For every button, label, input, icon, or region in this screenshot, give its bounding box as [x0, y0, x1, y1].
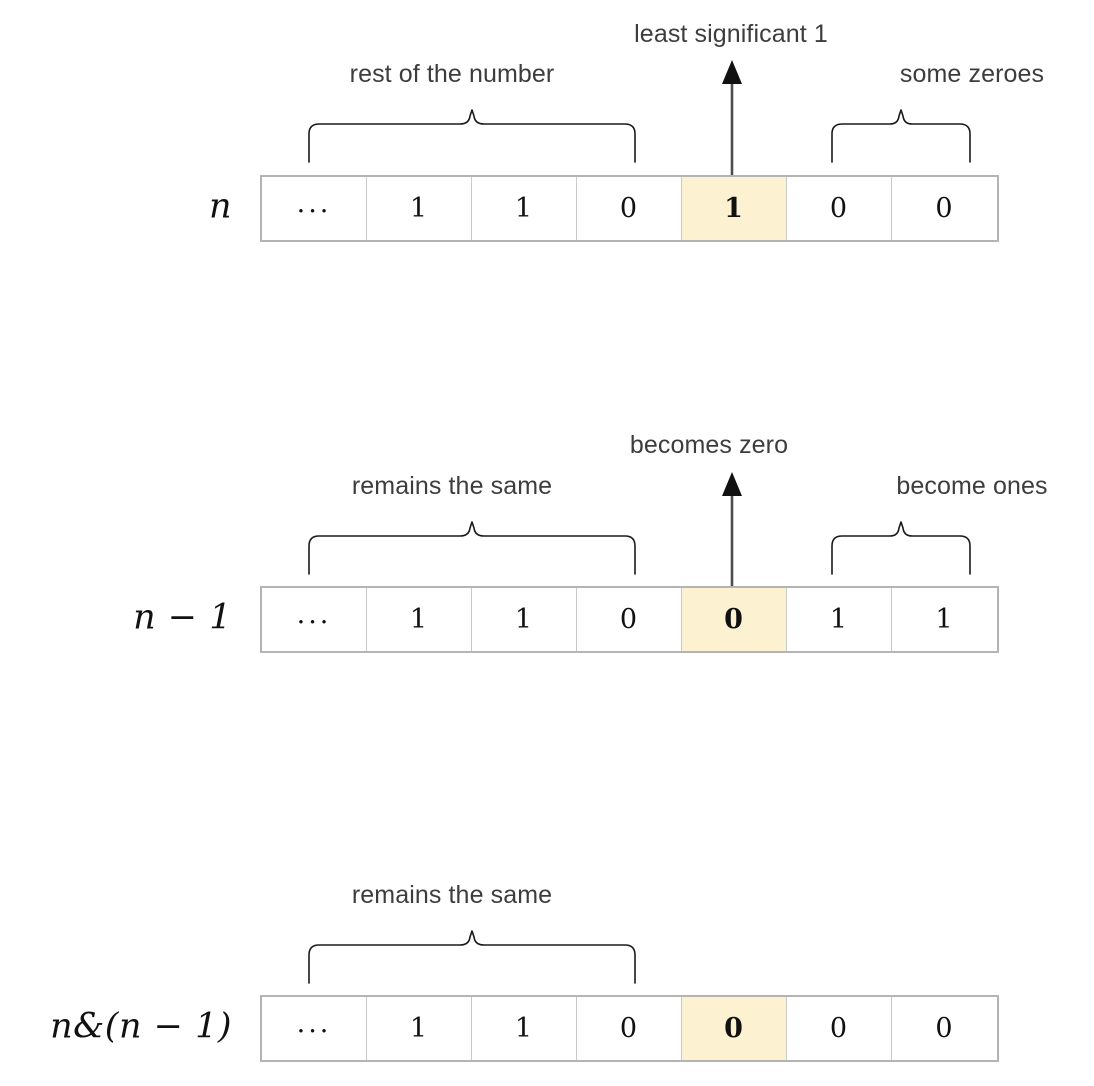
- bit-cell: 0: [892, 997, 997, 1060]
- arrow-up-row-n: [722, 60, 742, 176]
- bit-cell: 1: [892, 588, 997, 651]
- row-label-n-text: n: [208, 186, 232, 227]
- bit-cell: 1: [472, 177, 577, 240]
- brace-right-row-n: [831, 109, 971, 163]
- annotation-rest-of-the-number: rest of the number: [349, 60, 555, 88]
- bit-cell: ...: [262, 177, 367, 240]
- bit-cell: 1: [472, 588, 577, 651]
- bit-cell: 0: [787, 177, 892, 240]
- arrow-up-row-n-minus-1: [722, 472, 742, 588]
- bit-cell: ...: [262, 997, 367, 1060]
- bit-cell-highlighted: 1: [682, 177, 787, 240]
- bit-cell: 1: [472, 997, 577, 1060]
- bit-cell: 0: [577, 177, 682, 240]
- brace-left-row-n-minus-1: [308, 521, 636, 575]
- bit-cell: 0: [577, 588, 682, 651]
- row-label-n: n: [208, 186, 232, 227]
- annotation-become-ones: become ones: [896, 472, 1048, 500]
- bit-table-n-and-n-minus-1: ... 1 1 0 0 0 0: [260, 995, 999, 1062]
- bit-cell: 1: [367, 177, 472, 240]
- bit-cell: ...: [262, 588, 367, 651]
- bit-cell: 0: [787, 997, 892, 1060]
- row-label-n-and-n-minus-1-text: n&(n − 1): [50, 1006, 232, 1047]
- row-label-n-minus-1: n − 1: [133, 597, 232, 638]
- bit-cell: 1: [787, 588, 892, 651]
- row-label-n-and-n-minus-1: n&(n − 1): [50, 1006, 232, 1047]
- brace-left-row-n-and-n-minus-1: [308, 930, 636, 984]
- annotation-becomes-zero: becomes zero: [629, 431, 789, 459]
- bit-cell: 0: [577, 997, 682, 1060]
- bit-cell: 1: [367, 997, 472, 1060]
- bit-cell-highlighted: 0: [682, 997, 787, 1060]
- brace-left-row-n: [308, 109, 636, 163]
- bit-table-n: ... 1 1 0 1 0 0: [260, 175, 999, 242]
- bit-cell: 1: [367, 588, 472, 651]
- bit-cell: 0: [892, 177, 997, 240]
- annotation-remains-the-same-row2: remains the same: [351, 472, 553, 500]
- bit-cell-highlighted: 0: [682, 588, 787, 651]
- brace-right-row-n-minus-1: [831, 521, 971, 575]
- annotation-some-zeroes: some zeroes: [899, 60, 1045, 88]
- row-label-n-minus-1-text: n − 1: [133, 597, 232, 638]
- annotation-remains-the-same-row3: remains the same: [351, 881, 553, 909]
- annotation-least-significant-1: least significant 1: [634, 20, 828, 48]
- bit-table-n-minus-1: ... 1 1 0 0 1 1: [260, 586, 999, 653]
